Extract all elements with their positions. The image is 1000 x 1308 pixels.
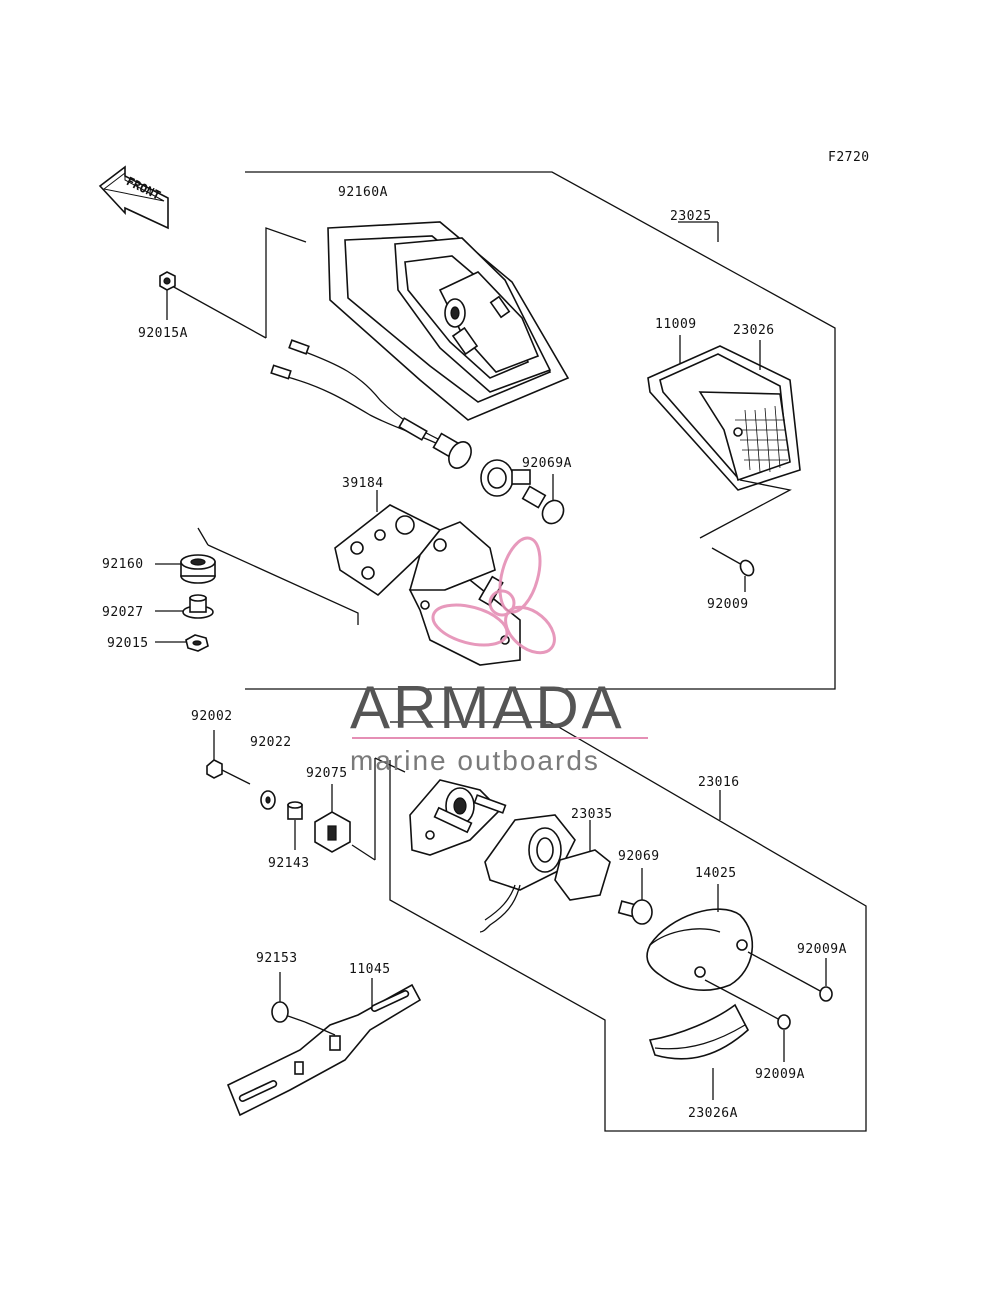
label-92069: 92069	[618, 849, 660, 864]
watermark-tagline: marine outboards	[350, 745, 600, 776]
watermark-brand: ARMADA	[350, 674, 625, 741]
bulb-92069	[617, 868, 653, 925]
label-14025: 14025	[695, 866, 737, 881]
nut-92015	[185, 634, 209, 652]
armada-watermark: ARMADA marine outboards	[350, 536, 648, 776]
washer-92022	[260, 790, 276, 810]
label-11009: 11009	[655, 317, 697, 332]
damper-92075	[314, 784, 351, 853]
label-92075: 92075	[306, 766, 348, 781]
label-39184: 39184	[342, 476, 384, 491]
screw-92009A-1	[799, 958, 833, 1002]
collar-92027	[182, 594, 214, 619]
figure-code: F2720	[828, 150, 870, 165]
propeller-logo-icon	[431, 536, 556, 655]
label-23035: 23035	[571, 807, 613, 822]
wiring-harness	[270, 339, 531, 497]
lamp-lens-23026	[647, 335, 801, 539]
label-23016: 23016	[698, 775, 740, 790]
spacer-92143	[287, 801, 303, 850]
label-92015A: 92015A	[138, 326, 188, 341]
label-92069A: 92069A	[522, 456, 572, 471]
bracket-39184	[334, 490, 521, 666]
label-92015: 92015	[107, 636, 149, 651]
grommet-92160	[180, 554, 216, 584]
assembly-23016-outline	[374, 721, 867, 1132]
part-labels: 92160A 23025 92015A 11009 23026 92069A 3…	[102, 185, 847, 1121]
lamp-base-23016	[409, 779, 507, 856]
label-23026A: 23026A	[688, 1106, 738, 1121]
front-arrow-icon: FRONT	[98, 165, 169, 230]
assembly-23025-outline	[245, 171, 836, 690]
screw-92009	[711, 547, 755, 592]
label-23025: 23025	[670, 209, 712, 224]
label-92153: 92153	[256, 951, 298, 966]
label-92143: 92143	[268, 856, 310, 871]
label-92009: 92009	[707, 597, 749, 612]
lens-23026A	[648, 1003, 749, 1100]
label-92022: 92022	[250, 735, 292, 750]
label-23026: 23026	[733, 323, 775, 338]
bulb-92069A	[521, 474, 565, 525]
leader	[265, 227, 307, 338]
bolt-92002	[206, 730, 251, 785]
socket-23035	[479, 814, 611, 933]
label-92002: 92002	[191, 709, 233, 724]
taillight-housing	[327, 221, 570, 421]
label-92009A-2: 92009A	[755, 1067, 805, 1082]
label-92027: 92027	[102, 605, 144, 620]
license-bracket-11045	[226, 978, 422, 1117]
lens-14025	[646, 884, 754, 991]
label-11045: 11045	[349, 962, 391, 977]
label-92160A: 92160A	[338, 185, 388, 200]
nut-92015A	[159, 271, 176, 320]
screw-92009A-2	[757, 1007, 791, 1062]
label-92009A-1: 92009A	[797, 942, 847, 957]
label-92160: 92160	[102, 557, 144, 572]
screw-92153	[271, 972, 336, 1036]
